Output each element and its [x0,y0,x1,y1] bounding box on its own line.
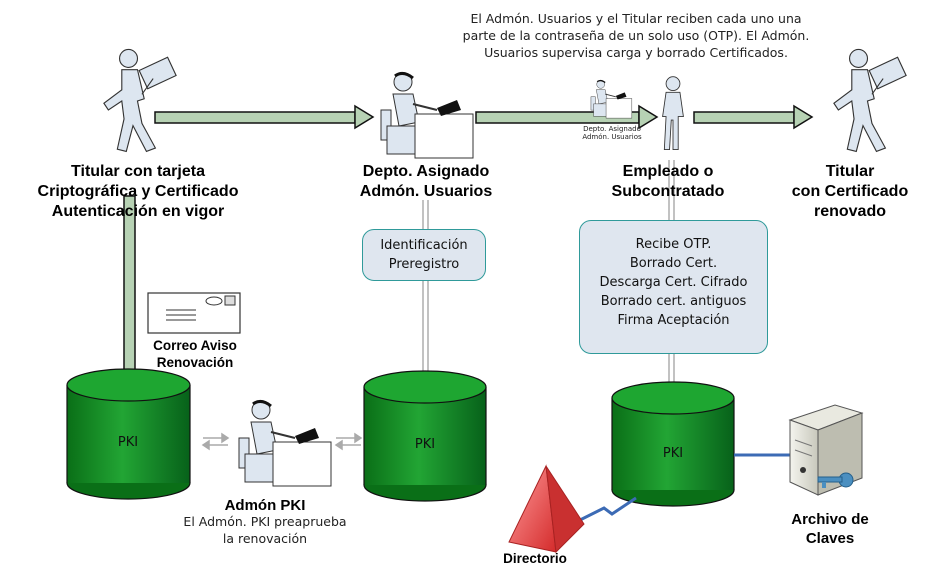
label-admon-pki: Admón PKI [224,497,306,514]
label-titular-inicial: Titular con tarjeta Criptográfica y Cert… [37,163,239,220]
double-arrow-right [334,432,363,451]
directory-pyramid-icon [508,464,585,554]
pki-label-right: PKI [663,446,683,461]
admon-pki-desk-icon [237,399,333,488]
titular-walker-icon [103,48,177,152]
top-note: El Admón. Usuarios y el Titular reciben … [462,11,810,60]
double-arrow-left [201,432,230,451]
empleado-person-icon [662,76,684,151]
envelope-icon [147,292,241,334]
flow-arrow-depto-to-empleado [475,104,659,130]
connector-depto-pki [422,200,429,374]
label-empleado: Empleado o Subcontratado [611,163,725,200]
vertical-connector-pki-titular [123,195,136,375]
label-archivo-claves: Archivo de Claves [791,511,869,547]
key-icon [817,472,854,488]
pki-cylinder-right: PKI [611,381,735,507]
label-depto-asignado: Depto. Asignado Admón. Usuarios [359,163,493,200]
admin-desk-icon [379,71,475,160]
titular-renovado-walker-icon [833,48,907,152]
pki-cylinder-center: PKI [363,370,487,502]
label-titular-renovado: Titular con Certificado renovado [791,163,909,220]
label-correo: Correo Aviso Renovación [153,338,237,370]
flow-arrow-empleado-to-titular [693,104,814,130]
flow-arrow-titular-to-depto [154,104,375,130]
box-identificacion: Identificación Preregistro [362,229,486,281]
pki-label-center: PKI [415,437,435,452]
pki-cylinder-left: PKI [66,368,191,500]
note-admon-pki: El Admón. PKI preaprueba la renovación [183,514,347,546]
label-depto-mini: Depto. Asignado Admón. Usuarios [582,125,642,141]
lightning-link-icon [571,496,637,526]
server-icon [788,404,864,496]
box-empleado-tasks: Recibe OTP. Borrado Cert. Descarga Cert.… [579,220,768,354]
pki-label-left: PKI [118,435,138,450]
label-directorio: Directorio [503,551,567,566]
mini-admin-desk-icon [590,79,633,119]
